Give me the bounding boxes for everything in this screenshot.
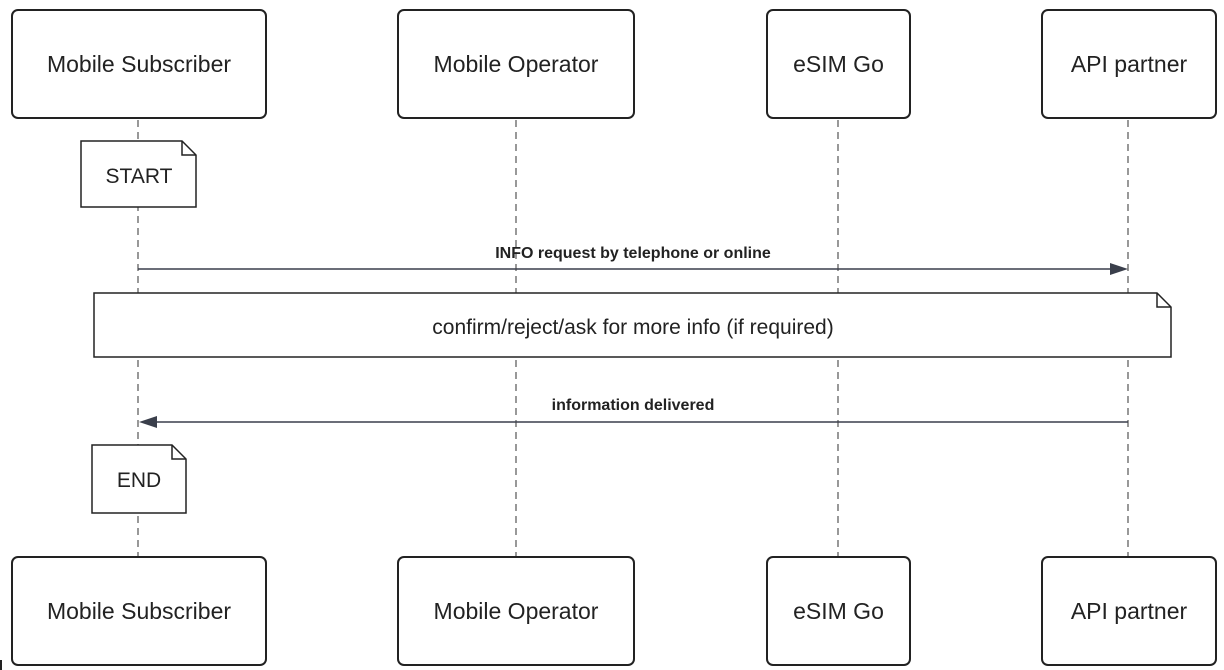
message-label-information-delivered: information delivered — [551, 397, 715, 414]
note-start-text: START — [105, 165, 173, 188]
participant-bottom-mobile-subscriber: Mobile Subscriber — [11, 556, 267, 666]
participant-top-api-partner: API partner — [1041, 9, 1217, 119]
participant-bottom-api-partner: API partner — [1041, 556, 1217, 666]
participant-top-mobile-subscriber: Mobile Subscriber — [11, 9, 267, 119]
note-end-shape — [91, 444, 187, 514]
note-end-text: END — [116, 469, 162, 492]
message-arrow-info-request — [138, 263, 1128, 275]
participant-top-esim-go: eSIM Go — [766, 9, 911, 119]
participant-bottom-mobile-operator: Mobile Operator — [397, 556, 635, 666]
message-label-info-request: INFO request by telephone or online — [495, 245, 771, 262]
participant-top-mobile-operator: Mobile Operator — [397, 9, 635, 119]
note-confirm-text: confirm/reject/ask for more info (if req… — [432, 316, 834, 339]
participant-bottom-esim-go: eSIM Go — [766, 556, 911, 666]
message-arrow-information-delivered — [139, 416, 1128, 428]
note-confirm-shape — [93, 292, 1172, 358]
note-start-shape — [80, 140, 197, 208]
